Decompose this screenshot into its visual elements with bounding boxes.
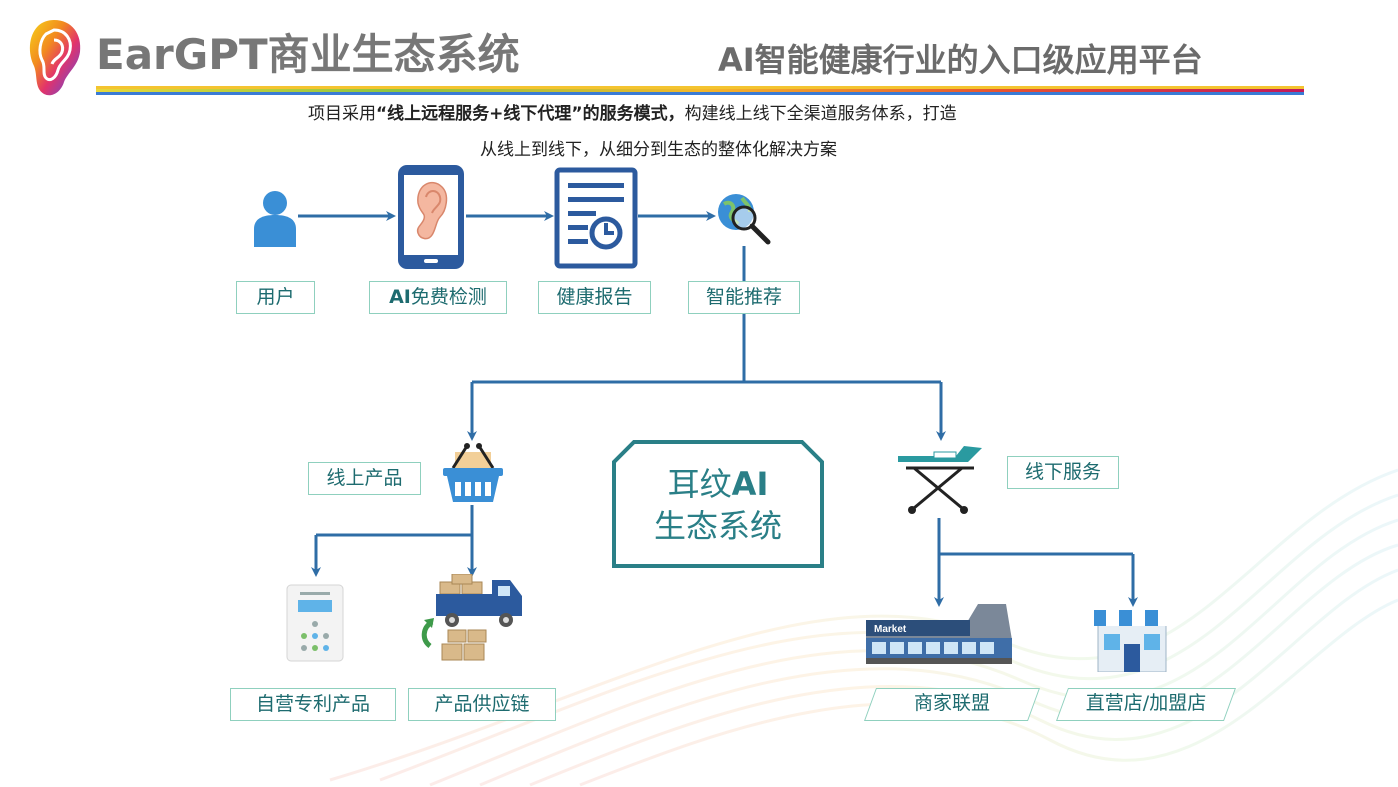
phone-ear-icon	[398, 165, 464, 269]
label-merchant-alliance: 商家联盟	[863, 688, 1041, 721]
label-online-products: 线上产品	[308, 462, 421, 495]
label-supply-chain: 产品供应链	[408, 688, 556, 721]
intro-highlight: “线上远程服务+线下代理”的服务模式，	[376, 104, 685, 124]
market-building-icon: Market	[866, 604, 1012, 664]
center-line-1-ai: AI	[731, 465, 769, 503]
line-online-split	[316, 505, 474, 537]
globe-search-icon	[718, 194, 771, 245]
stretcher-icon	[898, 446, 982, 514]
report-document-icon	[554, 167, 638, 269]
label-stores-text: 直营店/加盟店	[1085, 692, 1207, 714]
rainbow-divider	[96, 86, 1304, 95]
page-subtitle: AI智能健康行业的入口级应用平台	[718, 41, 1203, 79]
eargpt-logo	[29, 20, 81, 96]
market-sign-text: Market	[874, 624, 907, 635]
label-ai-free-test: AI免费检测	[369, 281, 507, 314]
delivery-truck-icon	[421, 574, 522, 661]
intro-suffix: 构建线上线下全渠道服务体系，打造	[684, 104, 957, 124]
label-user: 用户	[236, 281, 315, 314]
center-ecosystem-box: 耳纹AI 生态系统	[612, 440, 824, 568]
center-line-2: 生态系统	[653, 507, 782, 545]
label-smart-recommend: 智能推荐	[688, 281, 800, 314]
label-offline-services: 线下服务	[1007, 456, 1119, 489]
storefront-icon	[1094, 610, 1170, 672]
label-stores: 直营店/加盟店	[1055, 688, 1237, 721]
octagon-frame	[612, 440, 824, 568]
intro-line-2: 从线上到线下，从细分到生态的整体化解决方案	[480, 140, 837, 160]
center-line-1: 耳纹AI	[612, 468, 824, 500]
label-ai-prefix: AI	[389, 286, 411, 308]
label-merchant-alliance-text: 商家联盟	[913, 692, 990, 714]
hearing-device-icon	[286, 584, 344, 662]
label-health-report: 健康报告	[538, 281, 651, 314]
line-offline-split	[937, 518, 1133, 556]
label-ai-suffix: 免费检测	[410, 286, 487, 308]
intro-line-1: 项目采用“线上远程服务+线下代理”的服务模式，构建线上线下全渠道服务体系，打造	[308, 106, 957, 123]
label-patent-products: 自营专利产品	[230, 688, 396, 721]
user-icon	[254, 191, 296, 247]
page-title: EarGPT商业生态系统	[96, 30, 520, 79]
intro-prefix: 项目采用	[308, 104, 376, 124]
center-line-1-prefix: 耳纹	[667, 465, 732, 503]
shopping-basket-icon	[443, 443, 503, 502]
